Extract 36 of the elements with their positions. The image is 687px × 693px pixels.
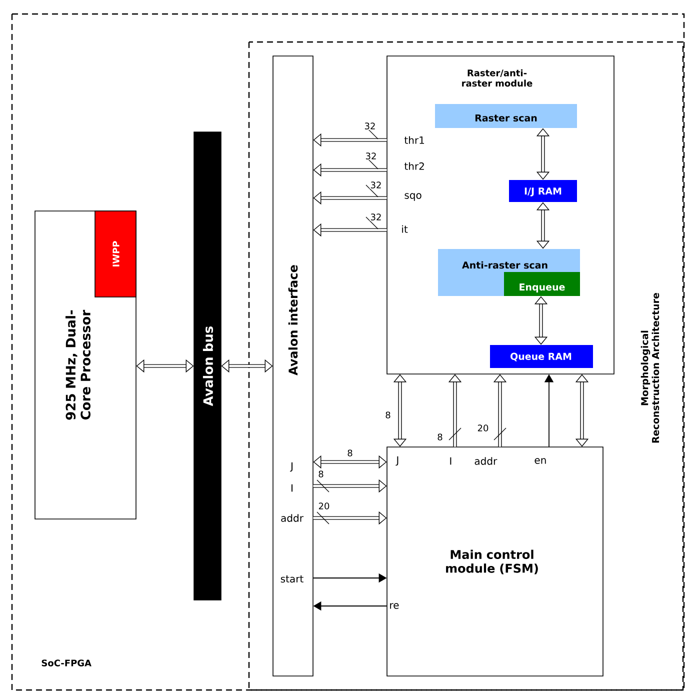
- arrow: [221, 359, 273, 373]
- edge-label: 32: [364, 122, 376, 130]
- signal-label: thr2: [403, 161, 426, 171]
- signal-label: J: [290, 461, 294, 473]
- signal-label: I: [290, 483, 294, 493]
- arrow: [393, 374, 407, 447]
- edge-label: 8: [384, 411, 392, 419]
- process-box: Raster scan: [435, 104, 577, 128]
- edge-label: 20: [318, 502, 330, 510]
- edge-label: 20: [476, 424, 490, 432]
- signal-label: it: [400, 224, 409, 234]
- edge-label: 32: [364, 152, 378, 160]
- bus-bar: Avalon bus: [194, 132, 222, 600]
- accelerator-box: IWPP: [94, 210, 136, 298]
- edge-label: 8: [436, 433, 444, 441]
- edge-label: 32: [370, 181, 382, 189]
- signal-label: re: [388, 602, 400, 610]
- process-box: Enqueue: [504, 272, 580, 296]
- memory-box: Queue RAM: [490, 345, 593, 368]
- arrow: [136, 359, 194, 373]
- arrow: [575, 374, 589, 447]
- edge-label: 32: [370, 213, 382, 221]
- signal-label: J: [395, 455, 400, 467]
- signal-label: sqo: [403, 192, 423, 202]
- arrow: [536, 128, 550, 180]
- arrow: [313, 455, 387, 469]
- signal-label: thr1: [403, 135, 426, 145]
- arrow: [534, 296, 548, 345]
- memory-box: I/J RAM: [509, 180, 577, 202]
- signal-label: en: [533, 457, 548, 465]
- edge-label: 8: [346, 449, 354, 457]
- arrow: [536, 202, 550, 249]
- signal-label: I: [448, 456, 454, 466]
- signal-label: addr: [280, 513, 304, 523]
- edge-label: 8: [318, 470, 324, 478]
- signal-label: addr: [473, 456, 498, 466]
